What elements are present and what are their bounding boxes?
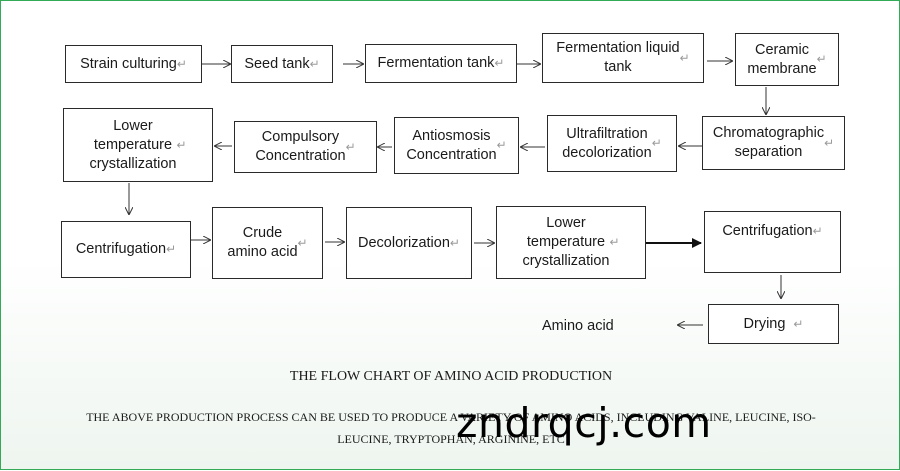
node-ultrafiltration-decolorization: Ultrafiltration decolorization↵ [547, 115, 677, 172]
return-mark: ↵ [793, 316, 804, 331]
node-label: Antiosmosis Concentration [406, 127, 497, 163]
node-compulsory-concentration: Compulsory Concentration↵ [234, 121, 377, 173]
node-label: Drying [743, 315, 786, 332]
footnote: THE ABOVE PRODUCTION PROCESS CAN BE USED… [1, 406, 900, 450]
node-label: Strain culturing [80, 55, 177, 72]
node-label: Compulsory Concentration [255, 129, 346, 164]
node-drying: Drying ↵ [708, 304, 839, 344]
node-label: Fermentation liquid tank [556, 40, 680, 75]
return-mark: ↵ [496, 138, 507, 152]
node-label: Lower temperature crystallization [522, 215, 610, 269]
node-label: Fermentation tank [377, 55, 495, 71]
node-crude-amino-acid: Crude amino acid↵ [212, 207, 323, 279]
node-amino-acid: Amino acid [542, 318, 614, 334]
footnote-line-1: THE ABOVE PRODUCTION PROCESS CAN BE USED… [86, 410, 816, 424]
watermark: zndrqcj.com [456, 399, 712, 447]
return-mark: ↵ [297, 235, 308, 250]
node-label: Centrifugation [75, 241, 167, 257]
node-fermentation-tank: Fermentation tank↵ [365, 44, 517, 83]
flowchart-title: THE FLOW CHART OF AMINO ACID PRODUCTION [289, 369, 613, 384]
node-label: Crude amino acid [227, 225, 298, 260]
return-mark: ↵ [679, 50, 690, 65]
node-fermentation-liquid-tank: Fermentation liquid tank↵ [542, 33, 704, 83]
node-lower-temperature-crystallization-2: Lower temperature crystallization↵ [496, 206, 646, 279]
node-label: Ceramic membrane [747, 41, 817, 77]
footnote-line-2: LEUCINE, TRYPTOPHAN, ARGININE, ETC [337, 432, 565, 446]
node-strain-culturing: Strain culturing↵ [65, 45, 202, 83]
return-mark: ↵ [176, 137, 187, 152]
node-label: Centrifugation [722, 223, 813, 239]
node-centrifugation-1: Centrifugation↵ [61, 221, 191, 278]
node-ceramic-membrane: Ceramic membrane↵ [735, 33, 839, 86]
return-mark: ↵ [609, 235, 620, 249]
node-seed-tank: Seed tank↵ [231, 45, 333, 83]
node-decolorization: Decolorization↵ [346, 207, 472, 279]
node-label: Decolorization [358, 234, 450, 251]
node-centrifugation-2: Centrifugation↵ [704, 211, 841, 273]
node-lower-temperature-crystallization-1: Lower temperature crystallization↵ [63, 108, 213, 182]
node-label: Lower temperature crystallization [89, 117, 177, 172]
node-label: Ultrafiltration decolorization [562, 125, 652, 161]
node-antiosmosis-concentration: Antiosmosis Concentration↵ [394, 117, 519, 174]
return-mark: ↵ [812, 224, 823, 238]
return-mark: ↵ [816, 52, 827, 66]
return-mark: ↵ [176, 56, 187, 71]
return-mark: ↵ [651, 136, 662, 150]
node-label: Chromatographic separation [712, 125, 825, 160]
return-mark: ↵ [166, 242, 177, 256]
return-mark: ↵ [345, 139, 356, 154]
node-chromatographic-separation: Chromatographic separation↵ [702, 116, 845, 170]
return-mark: ↵ [449, 235, 460, 250]
return-mark: ↵ [824, 135, 835, 150]
return-mark: ↵ [309, 56, 320, 71]
return-mark: ↵ [494, 56, 505, 70]
node-label: Seed tank [244, 55, 310, 72]
